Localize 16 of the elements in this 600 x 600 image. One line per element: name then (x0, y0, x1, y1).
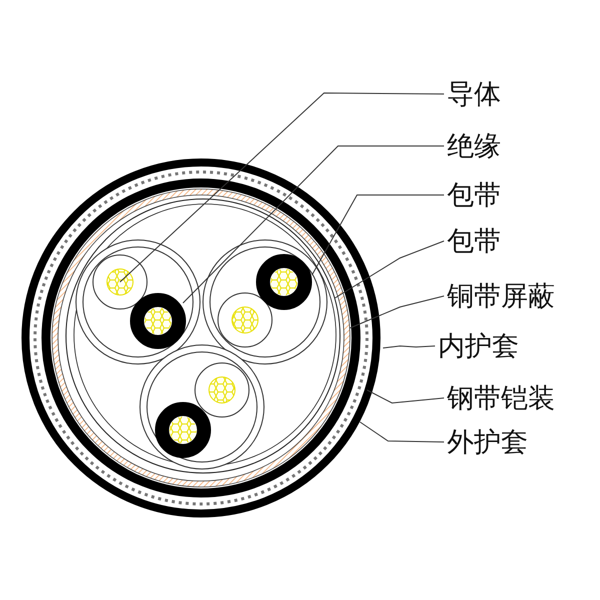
leader-line (120, 92, 444, 282)
part-label: 包带 (447, 180, 501, 212)
leader-line (350, 296, 444, 328)
leader-line (182, 146, 444, 304)
part-label: 内护套 (438, 331, 519, 363)
part-label: 包带 (447, 226, 501, 258)
part-label: 钢带铠装 (447, 383, 555, 415)
leader-line (360, 422, 444, 442)
leader-line (334, 240, 444, 298)
part-label: 外护套 (447, 427, 528, 459)
part-label: 导体 (447, 79, 501, 111)
leader-line (366, 390, 444, 404)
part-label: 绝缘 (447, 131, 501, 163)
leader-line (382, 346, 436, 348)
part-label: 铜带屏蔽 (447, 281, 555, 313)
leader-line (312, 194, 444, 276)
